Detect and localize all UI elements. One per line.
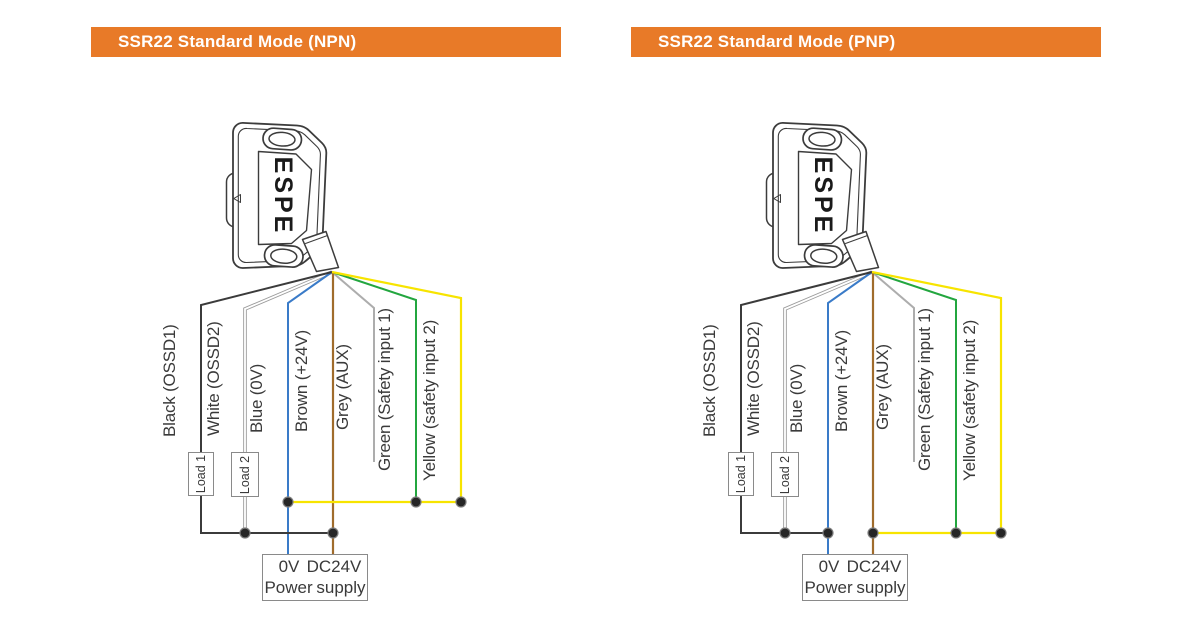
device-cable-gland	[841, 230, 880, 273]
power-supply-0v-label: 0V	[278, 557, 300, 576]
wire-yellow	[871, 270, 1003, 535]
load1-box: Load 1	[188, 452, 214, 496]
junction-dot	[867, 527, 879, 539]
sensor-device	[765, 121, 880, 273]
wire-label-blue: Blue (0V)	[787, 363, 806, 433]
device-body-inner-line	[237, 127, 321, 264]
device-brand-text: ESPE	[269, 156, 297, 236]
device-tab-arrow-icon	[233, 194, 241, 203]
device-brand-text: ESPE	[809, 156, 837, 236]
panel-npn: SSR22 Standard Mode (NPN)	[91, 27, 561, 601]
wire-label-blue: Blue (0V)	[247, 363, 266, 433]
wire-green	[331, 271, 417, 502]
wire-grey	[871, 271, 915, 462]
sensor-device	[225, 121, 340, 273]
device-lens-bottom-inner	[810, 248, 838, 264]
device-tab-arrow-icon	[773, 194, 781, 203]
device-cable-gland-line	[305, 235, 328, 244]
wire-label-black: Black (OSSD1)	[160, 324, 179, 437]
wire-label-white: White (OSSD2)	[744, 321, 763, 436]
power-supply-dc24v-label: DC24V	[846, 557, 902, 576]
device-cable-gland-line	[845, 235, 868, 244]
panel-title-banner: SSR22 Standard Mode (NPN)	[91, 27, 561, 57]
junction-dot	[779, 527, 791, 539]
panel-title: SSR22 Standard Mode (PNP)	[658, 32, 896, 51]
junction-dot	[282, 496, 294, 508]
wire-label-white: White (OSSD2)	[204, 321, 223, 436]
device-lens-bottom-inner	[270, 248, 298, 264]
power-supply-box: 0V DC24V Power supply	[802, 554, 908, 601]
power-supply-caption: Power supply	[264, 578, 366, 597]
wire-label-grey: Grey (AUX)	[333, 344, 352, 430]
load2-box: Load 2	[231, 452, 259, 497]
load1-label: Load 1	[734, 454, 749, 494]
wire-label-grey: Grey (AUX)	[873, 344, 892, 430]
power-supply-caption: Power supply	[804, 578, 906, 597]
device-label-panel	[797, 150, 853, 246]
device-lens-top-inner	[808, 131, 836, 147]
junction-dot	[950, 527, 962, 539]
device-lens-top-inner	[268, 131, 296, 147]
wire-blue	[827, 271, 873, 554]
wire-grey	[331, 271, 375, 462]
junction-dot	[327, 527, 339, 539]
power-supply-0v-label: 0V	[818, 557, 840, 576]
wire-label-brown: Brown (+24V)	[832, 329, 851, 432]
junction-dot	[455, 496, 467, 508]
power-supply-dc24v-label: DC24V	[306, 557, 362, 576]
npn-junctions	[239, 496, 467, 539]
load1-box: Load 1	[728, 452, 754, 496]
device-body-inner-line	[777, 127, 861, 264]
wire-label-green: Green (Safety input 1)	[375, 308, 394, 471]
panel-title-banner: SSR22 Standard Mode (PNP)	[631, 27, 1101, 57]
junction-dot	[822, 527, 834, 539]
junction-dot	[239, 527, 251, 539]
pnp-junctions	[779, 527, 1007, 539]
panel-pnp: SSR22 Standard Mode (PNP)	[540, 0, 1200, 634]
panel-title: SSR22 Standard Mode (NPN)	[118, 32, 357, 51]
device-label-panel	[257, 150, 313, 246]
wire-label-yellow: Yellow (safety input 2)	[420, 319, 439, 481]
wire-green	[871, 271, 957, 533]
wire-label-brown: Brown (+24V)	[292, 329, 311, 432]
load1-label: Load 1	[194, 454, 209, 494]
power-supply-box: 0V DC24V Power supply	[262, 554, 368, 601]
pnp-wiring-svg	[740, 121, 1007, 554]
junction-dot	[410, 496, 422, 508]
junction-dot	[995, 527, 1007, 539]
npn-wiring-svg	[200, 121, 467, 554]
wire-label-yellow: Yellow (safety input 2)	[960, 319, 979, 481]
load2-label: Load 2	[778, 455, 793, 494]
wire-label-green: Green (Safety input 1)	[915, 308, 934, 471]
device-cable-gland	[301, 230, 340, 273]
wire-label-black: Black (OSSD1)	[700, 324, 719, 437]
load2-label: Load 2	[238, 455, 253, 494]
wire-blue	[287, 271, 333, 554]
wire-yellow	[288, 270, 463, 504]
load2-box: Load 2	[771, 452, 799, 497]
wire-black	[200, 271, 333, 534]
